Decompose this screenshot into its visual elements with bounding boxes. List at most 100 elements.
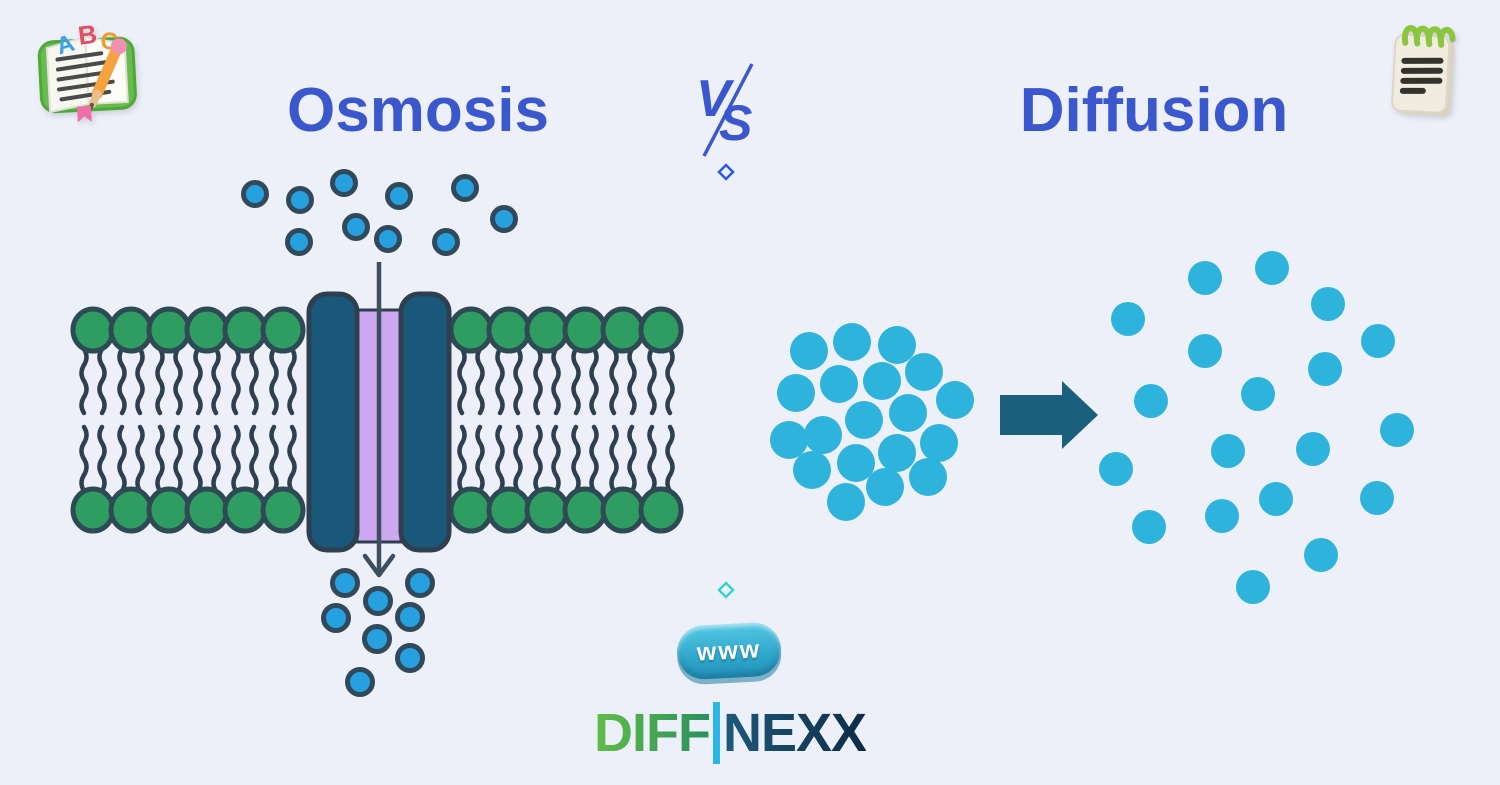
water-molecule-dot [395,602,425,632]
lipid-head [638,486,684,534]
diffusion-title: Diffusion [1019,76,1289,145]
lipid-tail [533,424,543,494]
water-molecule-dot [285,228,313,256]
concentrated-particle-dot [837,444,875,482]
lipid-tail [287,346,297,416]
lipid-head [562,486,608,534]
lipid-tail [211,346,221,416]
logo-nexx: NEXX [722,703,867,763]
dispersed-particle-dot [1296,432,1330,466]
concentrated-particle-dot [878,434,916,472]
lipid-head [108,306,154,354]
concentrated-particle-dot [777,374,815,412]
lipid-tail [495,424,505,494]
dispersed-particle-dot [1111,302,1145,336]
concentrated-particle-dot [833,323,871,361]
water-molecule-dot [385,182,413,210]
lipid-tail [79,346,89,416]
divider-diamond-top [717,163,735,181]
lipid-tail [287,424,297,494]
dispersed-particle-dot [1211,434,1245,468]
dispersed-particle-dot [1360,481,1394,515]
concentrated-particle-dot [905,353,943,391]
dispersed-particle-dot [1311,287,1345,321]
lipid-head [562,306,608,354]
bookmark-ribbon [76,105,92,123]
water-molecule-dot [241,180,269,208]
lipid-tail [647,346,657,416]
lipid-tail [475,346,485,416]
concentrated-particle-dot [793,451,831,489]
water-molecule-dot [330,568,360,598]
water-molecule-dot [490,205,518,233]
dispersed-particle-dot [1099,452,1133,486]
lipid-tail [609,346,619,416]
lipid-head [486,306,532,354]
lipid-tail [173,346,183,416]
letter-b: B [76,19,98,51]
notepad-icon [1391,25,1456,116]
lipid-head [184,486,230,534]
water-molecule-dot [342,213,370,241]
water-molecule-dot [286,186,314,214]
lipid-tail [249,346,259,416]
dispersed-particle-dot [1304,538,1338,572]
water-molecule-dot [362,624,392,654]
vs-slash [702,63,754,157]
lipid-tail [231,424,241,494]
lipid-tail [571,346,581,416]
lipid-tail [627,424,637,494]
dispersed-particle-dot [1188,334,1222,368]
logo-diff: DIFF [593,703,711,763]
concentrated-particle-dot [936,381,974,419]
lipid-tail [135,424,145,494]
lipid-tail [193,346,203,416]
lipid-tail [117,424,127,494]
vs-letter-s: S [719,95,752,151]
lipid-head [146,306,192,354]
dispersed-particle-dot [1205,499,1239,533]
vs-letter-v: V [696,70,735,128]
logo-divider-bar [712,702,720,764]
osmosis-flow-arrow-head [362,553,396,578]
lipid-head [260,306,306,354]
lipid-tail [211,424,221,494]
lipid-tail [495,346,505,416]
lipid-tail [173,424,183,494]
lipid-tail [513,424,523,494]
lipid-head [222,486,268,534]
dispersed-particle-dot [1361,324,1395,358]
diffusion-arrow [1000,381,1098,449]
lipid-tail [231,346,241,416]
water-molecule-dot [345,667,375,697]
lipid-head [448,486,494,534]
concentrated-particle-dot [804,416,842,454]
lipid-tail [533,346,543,416]
concentrated-particle-dot [820,365,858,403]
lipid-head [184,306,230,354]
lipid-tail [79,424,89,494]
water-molecule-dot [321,603,351,633]
vs-mark: V S [696,63,754,157]
lipid-tail [155,346,165,416]
dispersed-particle-dot [1308,352,1342,386]
water-molecule-dot [395,643,425,673]
lipid-tail [513,346,523,416]
concentrated-particle-dot [866,468,904,506]
lipid-tail [269,424,279,494]
notepad-lines [1399,57,1444,94]
divider-diamond-bottom [717,581,735,599]
dispersed-particle-dot [1132,510,1166,544]
concentrated-particle-dot [790,332,828,370]
lipid-tail [551,424,561,494]
lipid-tail [571,424,581,494]
dispersed-particle-dot [1380,413,1414,447]
concentrated-particle-dot [863,362,901,400]
lipid-head [600,486,646,534]
www-badge: www [675,621,783,681]
lipid-head [146,486,192,534]
water-molecule-dot [374,225,402,253]
dispersed-particle-dot [1255,251,1289,285]
lipid-tail [475,424,485,494]
